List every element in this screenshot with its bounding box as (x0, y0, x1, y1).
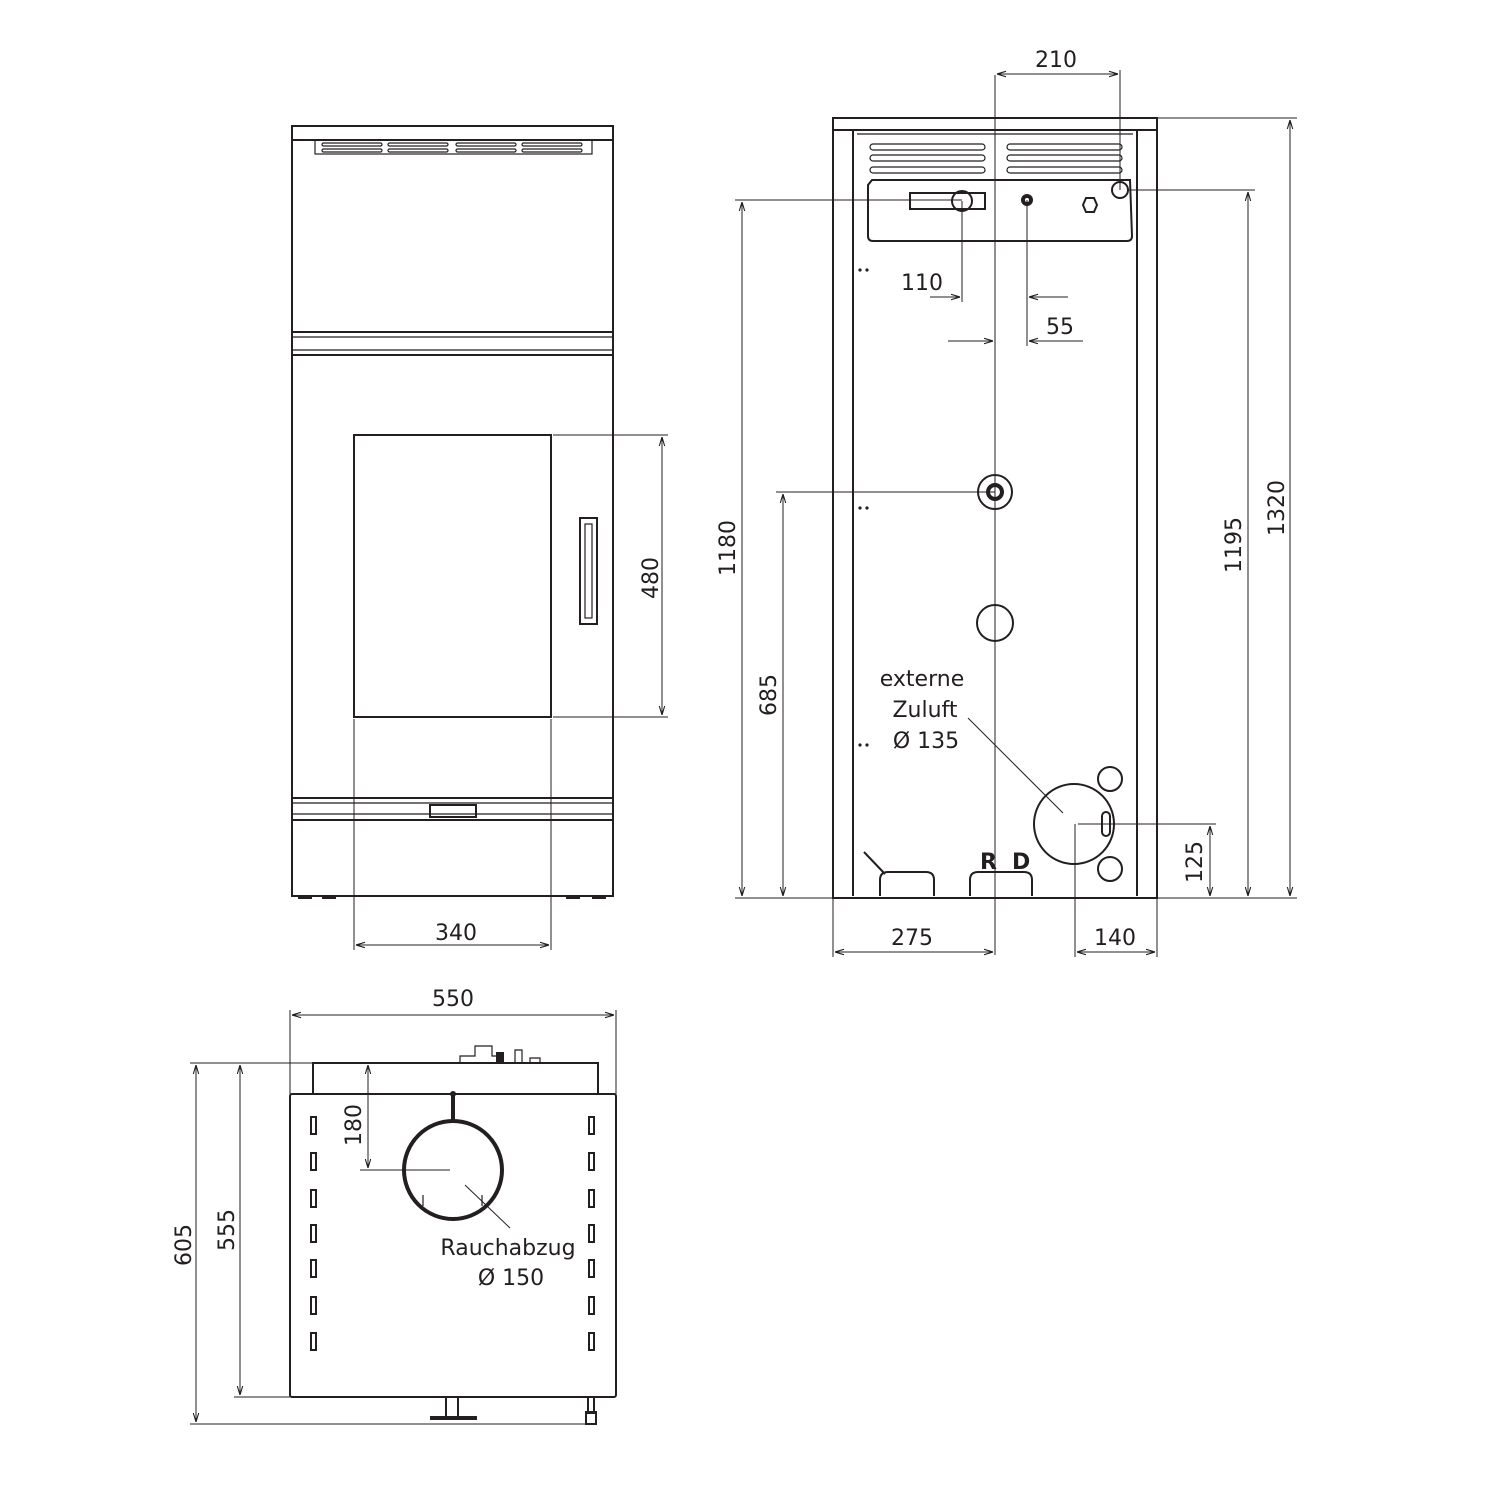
door-handle (579, 517, 598, 625)
air-inlet-label-1: externe (880, 667, 964, 692)
dim-1195: 1195 (1222, 517, 1247, 573)
dim-605: 605 (172, 1224, 197, 1266)
dim-180: 180 (342, 1104, 367, 1146)
dim-1180: 1180 (716, 520, 741, 576)
top-vent (314, 139, 593, 155)
air-inlet-label-3: Ø 135 (893, 729, 959, 754)
dim-window-height: 480 (639, 557, 664, 599)
dim-685: 685 (757, 674, 782, 716)
flue-label: Rauchabzug (440, 1236, 575, 1261)
dim-275: 275 (891, 926, 933, 951)
dim-550: 550 (432, 987, 474, 1012)
dim-window-width: 340 (435, 921, 477, 946)
door-window (353, 434, 552, 718)
dim-140: 140 (1094, 926, 1136, 951)
dim-110: 110 (901, 271, 943, 296)
marker-d: D (1012, 850, 1030, 875)
dim-55: 55 (1046, 315, 1074, 340)
dim-125: 125 (1183, 841, 1208, 883)
front-view: 480 340 (291, 125, 668, 950)
marker-r: R (980, 850, 997, 875)
back-view: R D 210 110 55 1180 685 1195 1320 125 27… (716, 48, 1297, 957)
vent-slots (321, 142, 583, 153)
dim-1320: 1320 (1265, 480, 1290, 536)
flue-diameter: Ø 150 (478, 1266, 544, 1291)
dim-210: 210 (1035, 48, 1077, 73)
dim-555: 555 (215, 1209, 240, 1251)
top-view: 550 605 555 180 Rauchabzug Ø 150 (172, 987, 617, 1425)
air-inlet-label-2: Zuluft (892, 698, 957, 723)
control-panel (867, 179, 1134, 242)
side-slots (310, 1116, 595, 1351)
rear-vent-slots (869, 143, 1123, 174)
